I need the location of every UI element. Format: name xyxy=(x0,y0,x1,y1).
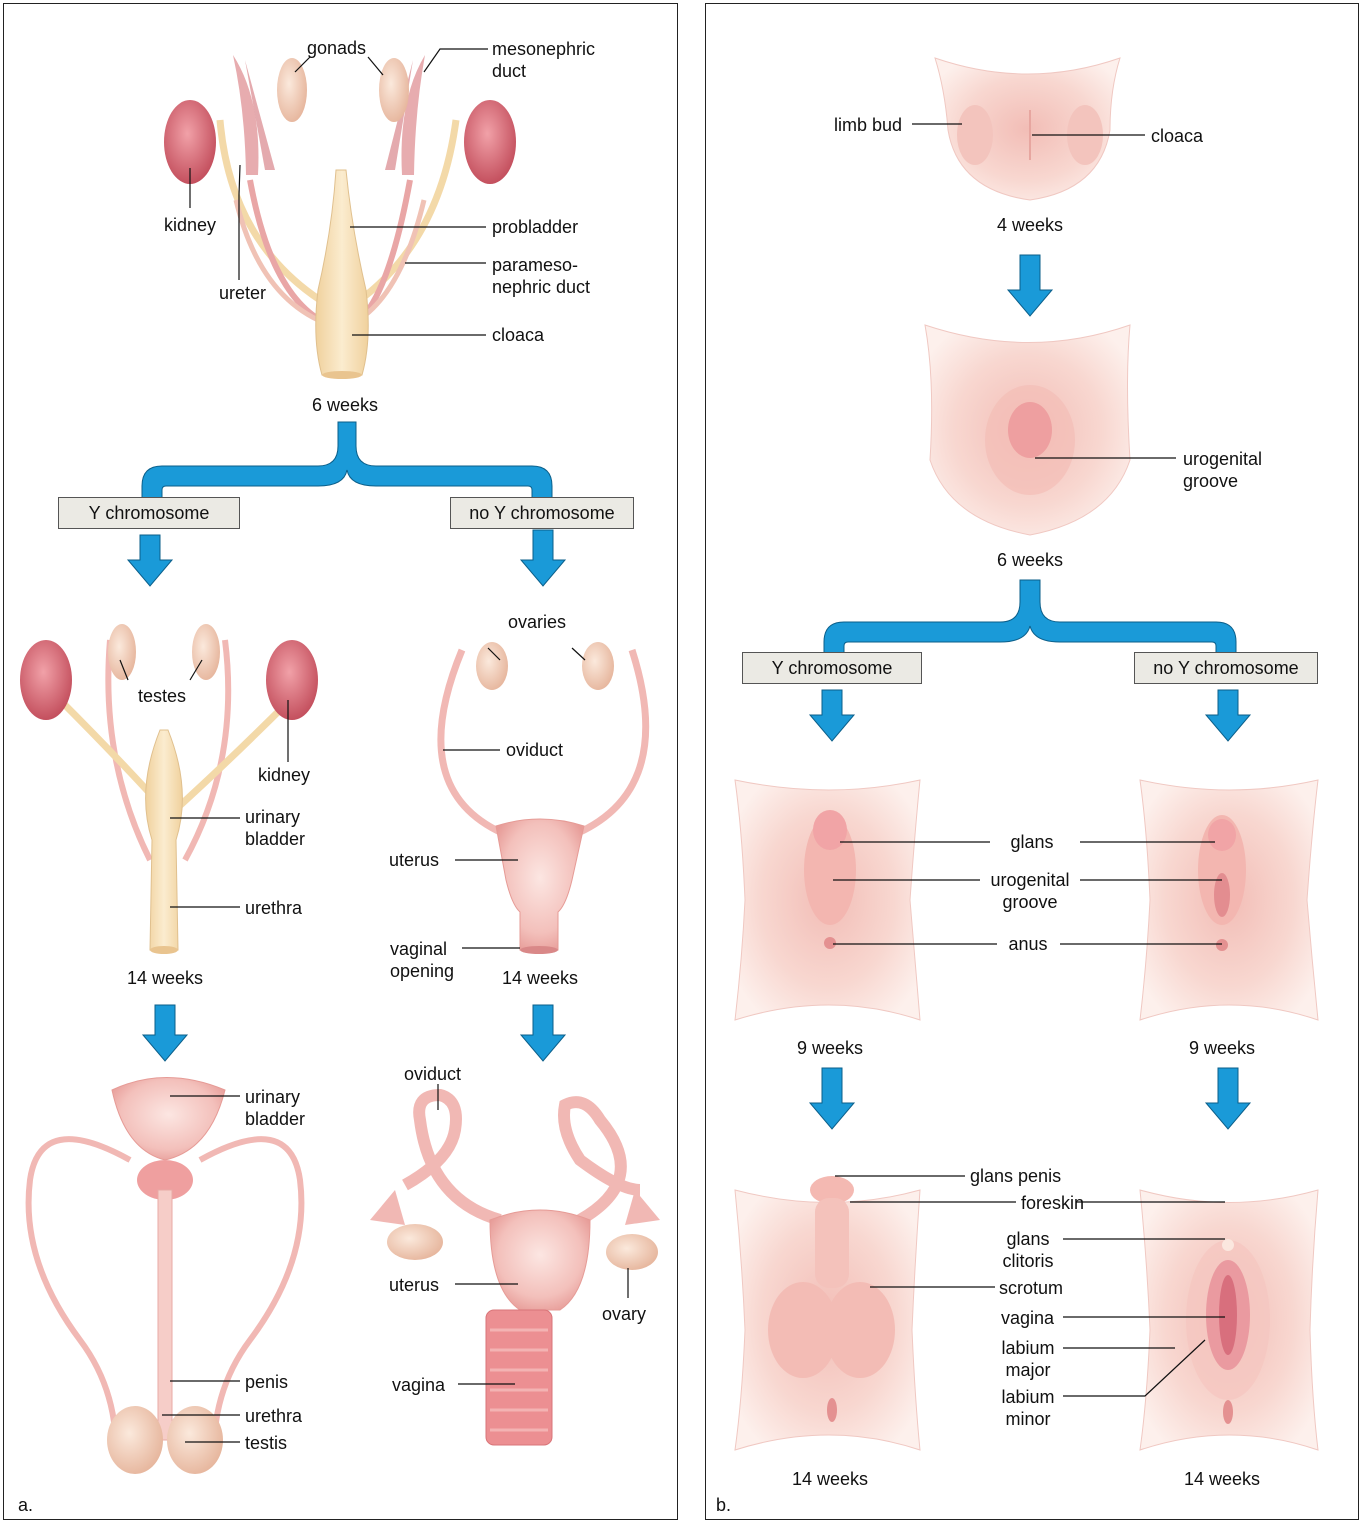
a-label-ureter: ureter xyxy=(219,282,266,304)
a-label-uterus-14: uterus xyxy=(389,849,439,871)
a-label-oviduct-14: oviduct xyxy=(506,739,563,761)
a-label-vaginal-opening-line1: vaginal xyxy=(390,938,454,960)
a-age-14weeks-female: 14 weeks xyxy=(490,967,590,989)
a-label-kidney: kidney xyxy=(164,214,216,236)
a-label-penis: penis xyxy=(245,1371,288,1393)
b-label-glans-clitoris-line1: glans xyxy=(995,1228,1061,1250)
a-label-urinary-bladder-14-line1: urinary xyxy=(245,806,305,828)
b-9weeks-right-illustration xyxy=(1140,780,1318,1020)
b-age-9weeks-right: 9 weeks xyxy=(1172,1037,1272,1059)
b-label-urogenital-groove-9-line2: groove xyxy=(980,891,1080,913)
b-label-anus: anus xyxy=(997,933,1059,955)
panel-b-letter: b. xyxy=(716,1494,731,1516)
b-14weeks-right-illustration xyxy=(1140,1190,1318,1450)
a-label-vagina-adult: vagina xyxy=(392,1374,445,1396)
b-label-labium-major-line1: labium xyxy=(995,1337,1061,1359)
b-label-urogenital-groove-6-line2: groove xyxy=(1183,470,1262,492)
a-box-no-y-chromosome: no Y chromosome xyxy=(450,497,634,529)
b-9weeks-left-illustration xyxy=(735,780,920,1020)
b-box-y-chromosome: Y chromosome xyxy=(742,652,922,684)
a-label-ovary: ovary xyxy=(602,1303,646,1325)
a-label-urinary-bladder-adult: urinary bladder xyxy=(245,1086,305,1130)
b-label-urogenital-groove-6: urogenital groove xyxy=(1183,448,1262,492)
b-box-no-y-chromosome: no Y chromosome xyxy=(1134,652,1318,684)
a-label-testis: testis xyxy=(245,1432,287,1454)
a-label-kidney-14: kidney xyxy=(258,764,310,786)
a-label-paramesonephric-duct: parameso- nephric duct xyxy=(492,254,590,298)
b-label-labium-minor-line2: minor xyxy=(995,1408,1061,1430)
b-label-urogenital-groove-9-line1: urogenital xyxy=(980,869,1080,891)
b-label-glans-clitoris: glans clitoris xyxy=(995,1228,1061,1272)
b-label-urogenital-groove-6-line1: urogenital xyxy=(1183,448,1262,470)
a-14weeks-female-illustration xyxy=(441,642,646,954)
a-age-6weeks: 6 weeks xyxy=(300,394,390,416)
b-4weeks-illustration xyxy=(935,58,1120,200)
b-age-6weeks: 6 weeks xyxy=(980,549,1080,571)
a-box-y-chromosome: Y chromosome xyxy=(58,497,240,529)
b-label-labium-major: labium major xyxy=(995,1337,1061,1381)
a-label-urinary-bladder-adult-line1: urinary xyxy=(245,1086,305,1108)
b-label-vagina: vagina xyxy=(1001,1307,1054,1329)
a-label-uterus-adult: uterus xyxy=(389,1274,439,1296)
a-label-paramesonephric-line1: parameso- xyxy=(492,254,590,276)
b-6weeks-illustration xyxy=(925,325,1130,535)
a-label-vaginal-opening-line2: opening xyxy=(390,960,454,982)
b-age-9weeks-left: 9 weeks xyxy=(780,1037,880,1059)
b-14weeks-left-illustration xyxy=(735,1176,920,1450)
b-label-foreskin: foreskin xyxy=(1021,1192,1084,1214)
b-age-14weeks-right: 14 weeks xyxy=(1172,1468,1272,1490)
a-age-14weeks-male: 14 weeks xyxy=(115,967,215,989)
b-label-labium-major-line2: major xyxy=(995,1359,1061,1381)
a-label-oviduct-adult: oviduct xyxy=(404,1063,461,1085)
panel-a-letter: a. xyxy=(18,1494,33,1516)
a-label-gonads: gonads xyxy=(307,37,366,59)
a-6weeks-illustration xyxy=(164,55,516,379)
a-label-cloaca: cloaca xyxy=(492,324,544,346)
b-age-4weeks: 4 weeks xyxy=(980,214,1080,236)
b-age-14weeks-left: 14 weeks xyxy=(780,1468,880,1490)
a-label-urethra-adult: urethra xyxy=(245,1405,302,1427)
a-label-mesonephric-duct: mesonephric duct xyxy=(492,38,595,82)
a-label-urinary-bladder-14-line2: bladder xyxy=(245,828,305,850)
b-label-labium-minor-line1: labium xyxy=(995,1386,1061,1408)
b-label-glans-penis: glans penis xyxy=(970,1165,1061,1187)
b-label-urogenital-groove-9: urogenital groove xyxy=(980,869,1080,913)
a-label-probladder: probladder xyxy=(492,216,578,238)
a-label-paramesonephric-line2: nephric duct xyxy=(492,276,590,298)
b-label-glans: glans xyxy=(990,831,1074,853)
a-label-ovaries: ovaries xyxy=(508,611,566,633)
b-label-labium-minor: labium minor xyxy=(995,1386,1061,1430)
b-label-limb-bud: limb bud xyxy=(834,114,902,136)
a-label-testes: testes xyxy=(138,685,186,707)
a-label-vaginal-opening: vaginal opening xyxy=(390,938,454,982)
b-label-scrotum: scrotum xyxy=(999,1277,1063,1299)
a-label-urinary-bladder-14: urinary bladder xyxy=(245,806,305,850)
a-label-urethra-14: urethra xyxy=(245,897,302,919)
a-label-urinary-bladder-adult-line2: bladder xyxy=(245,1108,305,1130)
b-label-cloaca: cloaca xyxy=(1151,125,1203,147)
a-label-mesonephric-line2: duct xyxy=(492,60,595,82)
b-label-glans-clitoris-line2: clitoris xyxy=(995,1250,1061,1272)
a-label-mesonephric-line1: mesonephric xyxy=(492,38,595,60)
